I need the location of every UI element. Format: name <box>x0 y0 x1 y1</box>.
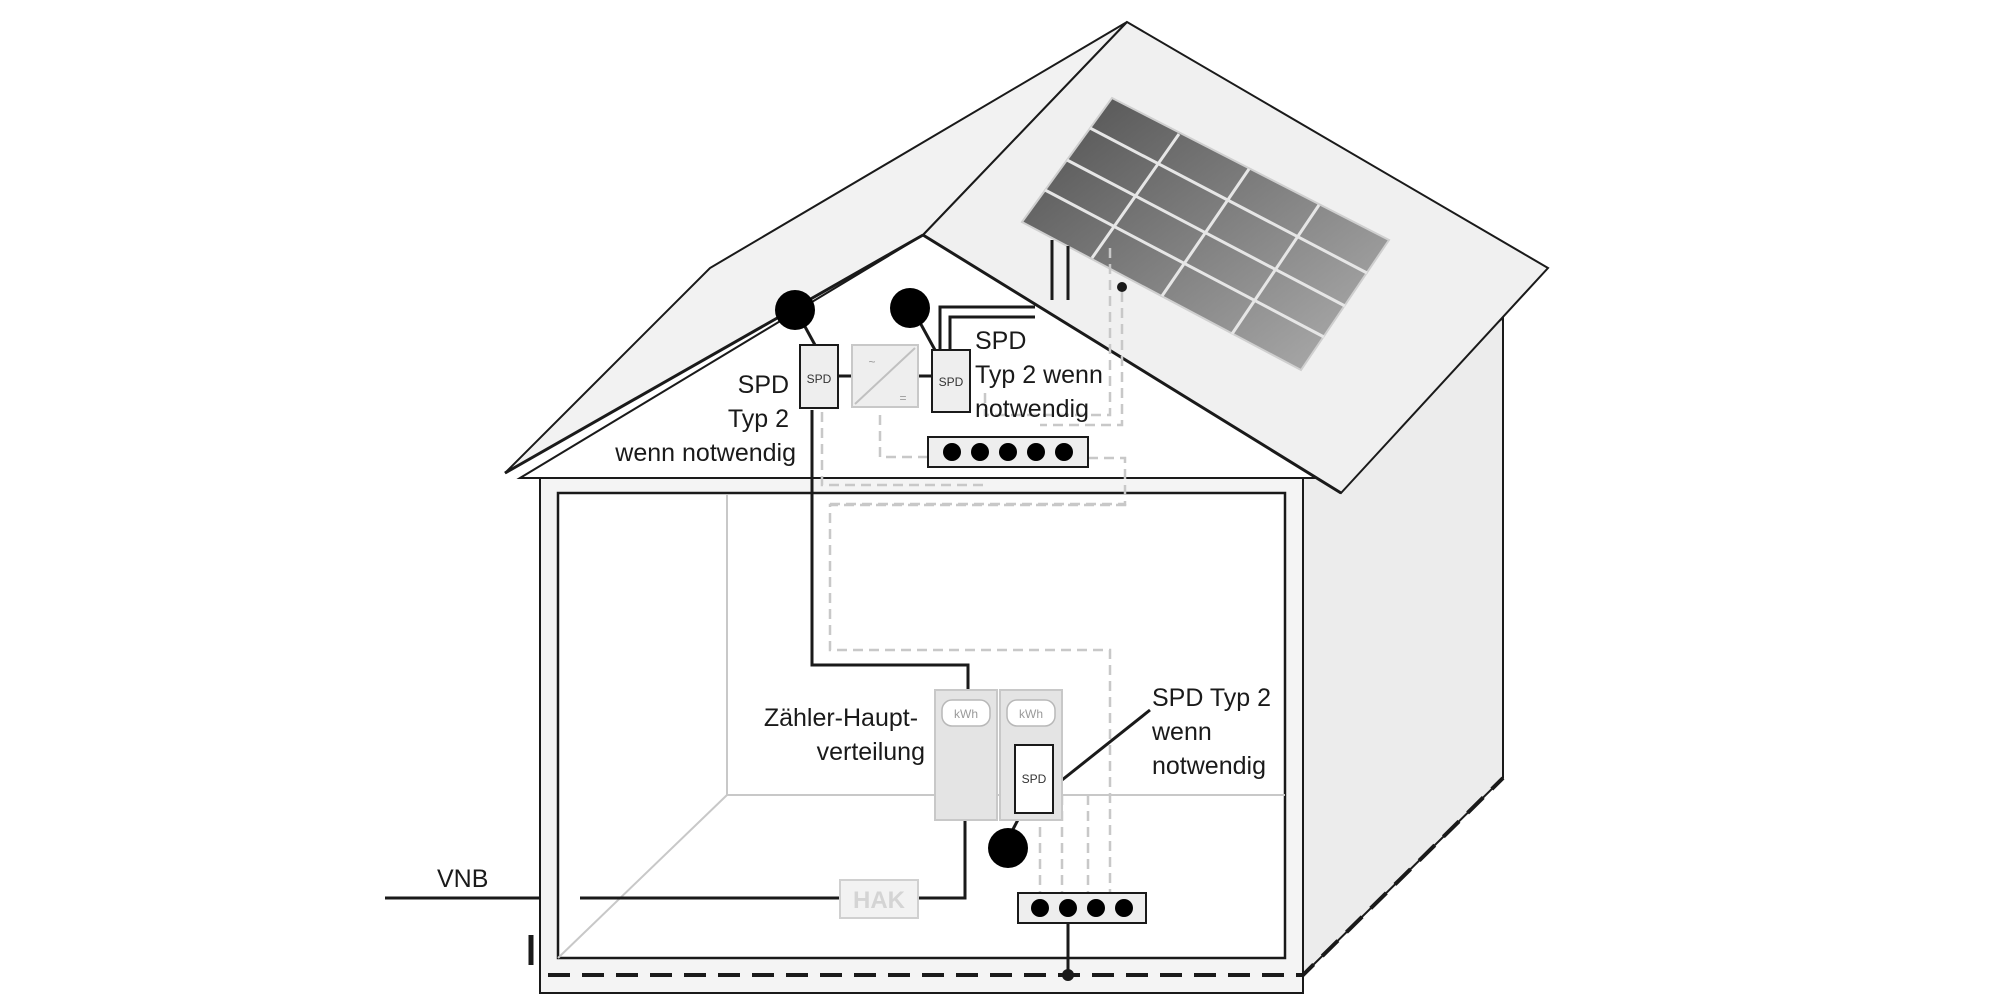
equipotential-bar-attic <box>927 436 1089 468</box>
spd-device-label: SPD <box>807 372 832 386</box>
cable-attic-bar <box>878 415 928 459</box>
earth-electrode-junction <box>1062 969 1074 981</box>
pv-dc-line <box>938 305 1035 350</box>
meter-unit-label: kWh <box>1019 707 1043 721</box>
label-meter-cabinet: Zähler-Haupt- verteilung <box>764 704 925 766</box>
house-interior-room <box>556 491 1287 960</box>
pv-cell-line <box>1230 204 1321 335</box>
bonding-point-meter <box>988 828 1028 868</box>
spd-label-pointer <box>1051 708 1151 790</box>
spd-device-label: SPD <box>939 375 964 389</box>
pv-cell-line <box>1160 168 1251 297</box>
roof-left-edge <box>504 233 924 475</box>
roof-right-edge <box>922 233 1342 495</box>
label-grid-operator: VNB <box>437 865 488 893</box>
hak-label: HAK <box>853 887 906 914</box>
meter-unit-label: kWh <box>954 707 978 721</box>
bonding-line-to-meter <box>810 410 970 690</box>
label-spd-top: SPD Typ 2 wenn notwendig <box>975 327 1110 423</box>
pv-dc-line <box>948 315 1035 350</box>
pv-cell-line <box>1090 133 1181 259</box>
label-spd-left: SPD Typ 2 wenn notwendig <box>614 371 796 467</box>
cable-runs <box>820 248 1127 895</box>
bonding-lines <box>385 305 1151 975</box>
pv-module <box>1020 96 1391 372</box>
cable-pv-dc <box>983 248 1112 417</box>
pv-earth-junction <box>1117 282 1127 292</box>
meter-cabinet: kWh kWh SPD <box>934 689 1063 821</box>
house-connection-box: HAK <box>839 879 919 919</box>
spd-device-top: SPD <box>931 349 971 413</box>
foundation-earth-electrode <box>548 776 1505 977</box>
room-floor-line <box>557 794 728 959</box>
hak-to-meter <box>918 820 967 900</box>
cable-inverter-down <box>820 412 985 487</box>
cable-to-meter <box>828 503 1127 895</box>
spd-device-label: SPD <box>1022 772 1047 786</box>
spd-device-left: SPD <box>799 344 839 409</box>
house-structure <box>504 20 1550 994</box>
equipotential-bar-main <box>1017 892 1147 924</box>
inverter-ac-symbol: ~ <box>868 355 875 369</box>
inverter: ~ = <box>851 344 919 408</box>
spd-device-meter <box>1014 744 1054 814</box>
inverter-dc-symbol: = <box>899 391 906 405</box>
label-spd-meter: SPD Typ 2 wenn notwendig <box>1151 684 1278 780</box>
bonding-point-left <box>775 290 815 330</box>
cable-pv-dc <box>1040 292 1124 427</box>
bonding-point-top <box>890 288 930 328</box>
